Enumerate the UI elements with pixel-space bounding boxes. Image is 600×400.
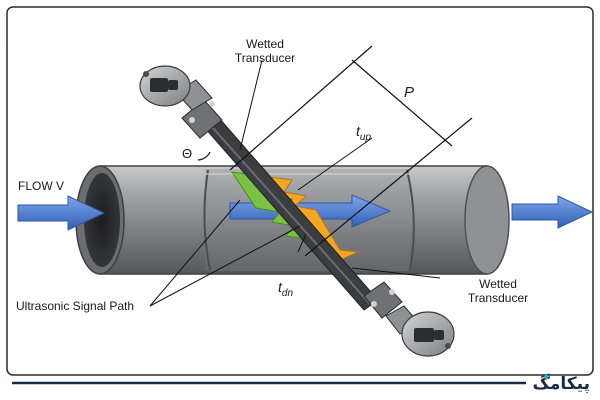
wetted-bottom-line1: Wetted (479, 277, 517, 291)
watermark: پیکامگ (12, 373, 590, 394)
flow-arrow-out (511, 195, 594, 229)
leader-signal-1 (149, 199, 241, 307)
dim-line-upper (229, 45, 373, 171)
transducer-assembly (139, 65, 455, 357)
t-up-label: tup (356, 123, 371, 143)
leader-signal-2 (149, 225, 301, 307)
p-label: P (404, 84, 414, 101)
flow-label: FLOW V (18, 179, 64, 193)
dim-line-p (351, 59, 453, 147)
t-dn-label: tdn (278, 279, 293, 299)
leader-t-up (297, 137, 373, 191)
theta-arc (197, 151, 211, 161)
leader-t-dn (297, 233, 307, 253)
dimension-lines (229, 45, 473, 257)
theta-label: Θ (182, 146, 192, 161)
dim-line-lower (304, 117, 473, 257)
leader-lines (149, 59, 441, 307)
watermark-logo: پیکامگ (532, 373, 590, 394)
flow-arrow-in (17, 195, 106, 231)
signal-path-label: Ultrasonic Signal Path (16, 299, 134, 313)
watermark-accent-dot (543, 374, 549, 380)
bottom-transducer (363, 281, 455, 357)
top-transducer (139, 65, 223, 139)
wetted-bottom-line2: Transducer (468, 291, 528, 305)
leader-wetted-top (239, 59, 263, 151)
wetted-top-line2: Transducer (235, 51, 295, 65)
leader-wetted-bottom (351, 267, 441, 279)
wetted-top-line1: Wetted (246, 37, 284, 51)
pipe-opening (84, 173, 120, 267)
